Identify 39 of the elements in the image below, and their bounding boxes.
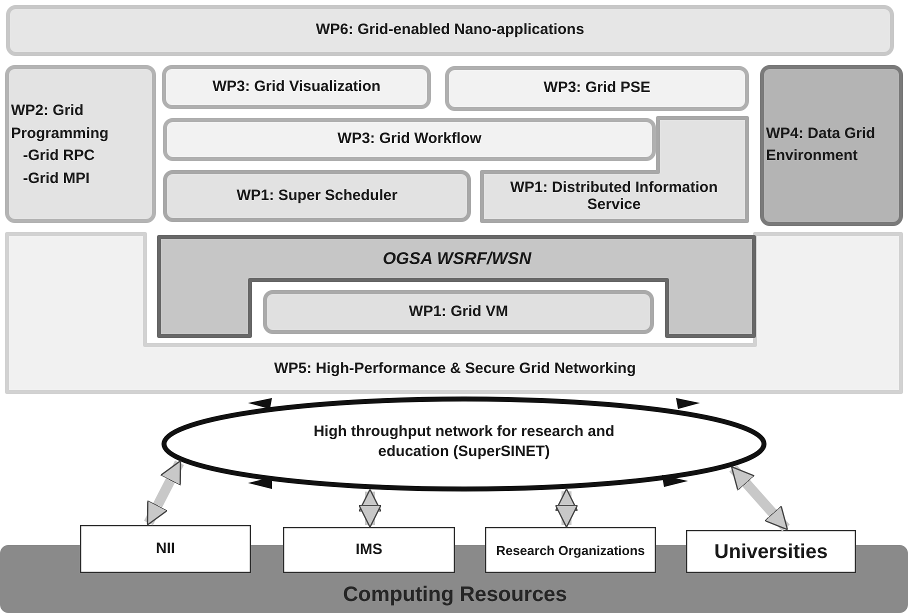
work-package-box: [163, 170, 471, 222]
box-label: -Grid MPI: [22, 168, 90, 188]
box-label: WP1: Grid VM: [408, 302, 508, 322]
box-label: WP1: Distributed Information Service: [509, 179, 719, 213]
box-label: OGSA WSRF/WSN: [382, 248, 532, 270]
work-package-box: [163, 118, 656, 161]
box-label: WP3: Grid Visualization: [212, 76, 381, 97]
box-label: WP1: Super Scheduler: [236, 186, 398, 206]
network-ring-ellipse: [160, 395, 768, 493]
work-package-box: [263, 290, 654, 334]
box-label: WP3: Grid Workflow: [338, 129, 482, 150]
work-package-l-shape: [480, 116, 749, 223]
box-label: WP6: Grid-enabled Nano-applications: [316, 20, 584, 40]
site-box: [80, 525, 251, 573]
box-label: High throughput network for research and education (SuperSINET): [312, 422, 616, 462]
site-box: [485, 527, 656, 573]
middleware-arch-shape: [157, 235, 756, 338]
work-package-band: [6, 5, 894, 56]
box-label: WP3: Grid PSE: [544, 78, 650, 98]
box-label: Research Organizations: [496, 542, 645, 558]
box-label: WP4: Data Grid Environment: [766, 124, 876, 166]
box-label: -Grid RPC: [22, 146, 95, 166]
work-package-box: [5, 65, 156, 223]
double-arrow: [144, 460, 184, 526]
networking-u-band: [5, 232, 903, 394]
double-arrow: [729, 465, 790, 532]
work-package-box: [445, 66, 749, 111]
site-box: [686, 530, 856, 573]
box-label: Universities: [714, 540, 828, 564]
work-package-box: [760, 65, 903, 226]
box-label: IMS: [356, 540, 382, 560]
box-label: NII: [156, 538, 176, 559]
box-label: WP2: Grid Programming: [11, 101, 110, 144]
box-label: Computing Resources: [342, 582, 568, 608]
box-label: WP5: High-Performance & Secure Grid Networking: [274, 358, 636, 379]
double-arrow: [358, 488, 382, 528]
work-package-box: [162, 65, 431, 109]
site-box: [283, 527, 455, 573]
double-arrow: [554, 488, 578, 528]
